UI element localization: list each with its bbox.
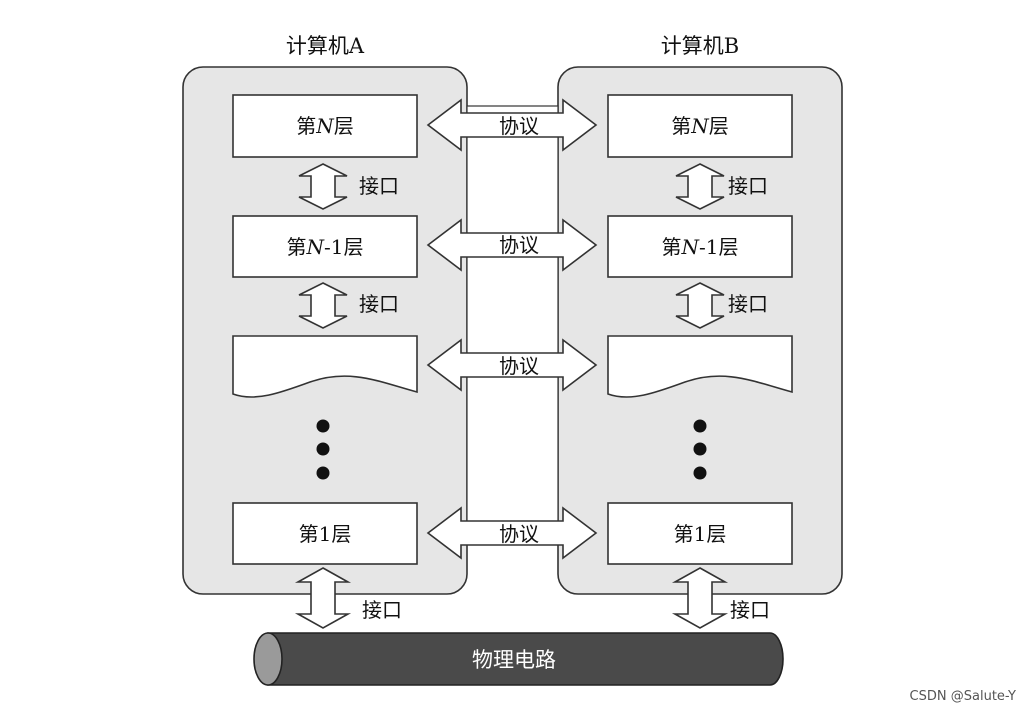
physical-circuit-cable xyxy=(267,632,784,686)
physical-interface-b-label: 接口 xyxy=(730,598,770,622)
protocol-label: 协议 xyxy=(499,354,539,378)
computer-b-wavy-layer xyxy=(607,335,793,398)
physical-circuit-label: 物理电路 xyxy=(472,648,556,672)
computer-a-layer-1-box xyxy=(232,502,418,565)
computer-a-title: 计算机A xyxy=(286,34,365,58)
physical-interface-a-label: 接口 xyxy=(362,598,402,622)
computer-b-layer-n-label: 第N层 xyxy=(671,114,729,138)
protocol-arrow-icon xyxy=(426,506,598,560)
computer-a-layer-1-label: 第1层 xyxy=(299,522,352,546)
computer-b-layer-1-box xyxy=(607,502,793,565)
computer-a-layer-n-box xyxy=(232,94,418,158)
computer-a-layer-n-minus-1-label: 第N-1层 xyxy=(287,235,364,259)
computer-b-interface-label: 接口 xyxy=(728,174,768,198)
computer-a-interface-label: 接口 xyxy=(359,174,399,198)
protocol-arrow-icon xyxy=(426,98,598,152)
watermark: CSDN @Salute-Y xyxy=(910,689,1017,704)
computer-a-dot xyxy=(316,442,330,456)
computer-b-dot xyxy=(693,466,707,480)
computer-a-dot xyxy=(316,419,330,433)
physical-circuit-cable-end xyxy=(253,632,283,686)
protocol-label: 协议 xyxy=(499,522,539,546)
interface-arrow-icon xyxy=(298,163,348,210)
computer-b-dot xyxy=(693,442,707,456)
computer-a-interface-label: 接口 xyxy=(359,292,399,316)
computer-b-ellipsis-dots xyxy=(693,419,707,480)
physical-interface-arrow-icon xyxy=(671,567,729,629)
computer-b-title: 计算机B xyxy=(661,34,739,58)
interface-arrow-icon xyxy=(298,282,348,329)
computer-b-dot xyxy=(693,419,707,433)
protocol-label: 协议 xyxy=(499,233,539,257)
protocol-label: 协议 xyxy=(499,114,539,138)
physical-interface-arrow-icon xyxy=(294,567,352,629)
protocol-arrow-icon xyxy=(426,218,598,272)
computer-b-layer-n-box xyxy=(607,94,793,158)
protocol-arrow-icon xyxy=(426,338,598,392)
computer-b-layer-n-minus-1-label: 第N-1层 xyxy=(662,235,739,259)
computer-a-dot xyxy=(316,466,330,480)
computer-b-interface-label: 接口 xyxy=(728,292,768,316)
protocol-channel xyxy=(466,105,559,543)
interface-arrow-icon xyxy=(675,282,725,329)
interface-arrow-icon xyxy=(675,163,725,210)
computer-a-wavy-layer xyxy=(232,335,418,398)
computer-a-ellipsis-dots xyxy=(316,419,330,480)
computer-a-layer-n-minus-1-box xyxy=(232,215,418,278)
computer-b-layer-n-minus-1-box xyxy=(607,215,793,278)
computer-a-layer-n-label: 第N层 xyxy=(296,114,354,138)
computer-b-layer-1-label: 第1层 xyxy=(674,522,727,546)
